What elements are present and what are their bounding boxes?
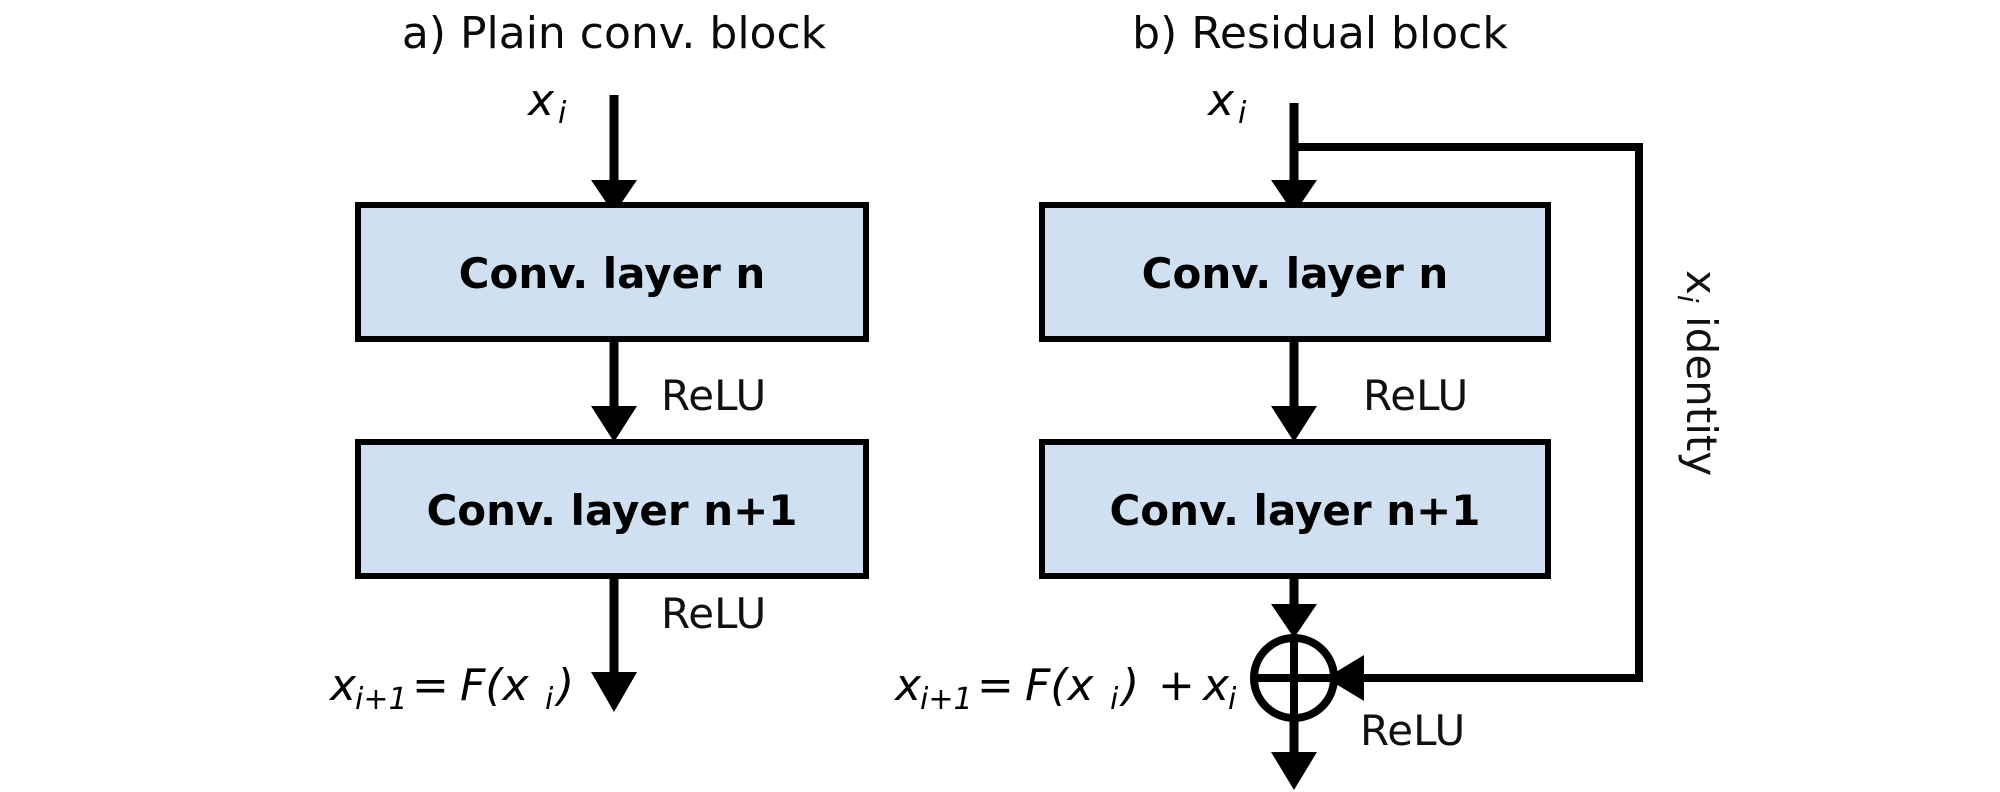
panel-a-conv-layer-n: Conv. layer n [355,202,869,342]
panel-a-conv-layer-n-plus-1: Conv. layer n+1 [355,439,869,579]
panel-b-title: b) Residual block [1132,8,1508,59]
skip-label-sub: i [1671,295,1704,303]
panel-a-input-label: x i [526,75,567,131]
svg-text:xi identity: xi identity [1671,270,1726,476]
panel-a-arrow-input [591,95,637,214]
panel-b-formula-addend-sub: i [1228,682,1237,717]
panel-b-formula-equals: = [977,660,1014,711]
panel-b-formula-lhs-base: x [893,660,922,711]
panel-a-conv-layer-n-label: Conv. layer n [459,249,766,298]
arrow-head-down-icon [591,180,637,214]
panel-b-formula-rhs-close: ) [1119,660,1139,711]
arrow-head-down-icon [1271,752,1317,790]
arrow-head-down-icon [591,406,637,442]
panel-a-formula-rhs-close: ) [554,660,574,711]
panel-b-conv-layer-n: Conv. layer n [1039,202,1551,342]
panel-b-sum-node [1250,634,1338,722]
panel-b-conv-layer-n-plus-1-label: Conv. layer n+1 [1109,486,1480,535]
panel-b-arrow-to-sum [1271,576,1317,638]
panel-b-formula-lhs-sub: i+1 [920,682,973,717]
panel-b-relu-label-1: ReLU [1363,371,1468,420]
panel-a-title: a) Plain conv. block [402,8,827,59]
panel-b-input-base: x [1206,75,1235,126]
panel-a-arrow-relu-1: ReLU [591,339,766,442]
skip-label-base: x [1677,270,1726,295]
arrow-head-down-icon [1271,406,1317,442]
panel-b-formula-rhs-sub: i [1110,682,1119,717]
arrow-head-down-icon [1271,604,1317,638]
panel-b-input-label: x i [1206,75,1247,131]
panel-a-arrow-relu-2: ReLU [591,576,766,712]
panel-a-input-sub: i [558,96,567,131]
panel-b-relu-label-2: ReLU [1360,706,1465,755]
panel-a-conv-layer-n-plus-1-label: Conv. layer n+1 [426,486,797,535]
panel-a-formula-lhs-sub: i+1 [355,682,408,717]
panel-b-arrow-output: ReLU [1271,706,1465,790]
panel-b-conv-layer-n-plus-1: Conv. layer n+1 [1039,439,1551,579]
panel-a-formula-rhs-sub: i [545,682,554,717]
panel-a-formula-equals: = [412,660,449,711]
arrow-head-left-icon [1326,655,1364,701]
panel-a-relu-label-2: ReLU [661,589,766,638]
panel-b-conv-layer-n-label: Conv. layer n [1142,249,1449,298]
panel-b-skip-label: xi identity [1671,270,1726,476]
panel-a-output-formula: x i+1 = F(x i ) [328,660,574,717]
panel-b-output-formula: x i+1 = F(x i ) + x i [893,660,1237,717]
panel-b-input-sub: i [1238,96,1247,131]
panel-a-relu-label-1: ReLU [661,371,766,420]
arrow-head-down-icon [591,672,637,712]
panel-b-formula-rhs: F(x [1025,660,1094,711]
panel-a-formula-lhs-base: x [328,660,357,711]
panel-a-formula-rhs: F(x [460,660,529,711]
panel-b-formula-addend-base: x [1201,660,1230,711]
skip-label-text: identity [1677,303,1726,477]
panel-b-formula-plus: + [1158,660,1195,711]
panel-residual-block: b) Residual block x i xi identity [893,8,1726,790]
panel-b-arrow-input [1271,103,1317,214]
arrow-head-down-icon [1271,180,1317,214]
panel-b-arrow-relu-1: ReLU [1271,339,1468,442]
panel-a-input-base: x [526,75,555,126]
panel-plain-conv-block: a) Plain conv. block x i Conv. layer n R… [328,8,869,717]
panel-b-skip-connection: xi identity [1294,143,1726,701]
